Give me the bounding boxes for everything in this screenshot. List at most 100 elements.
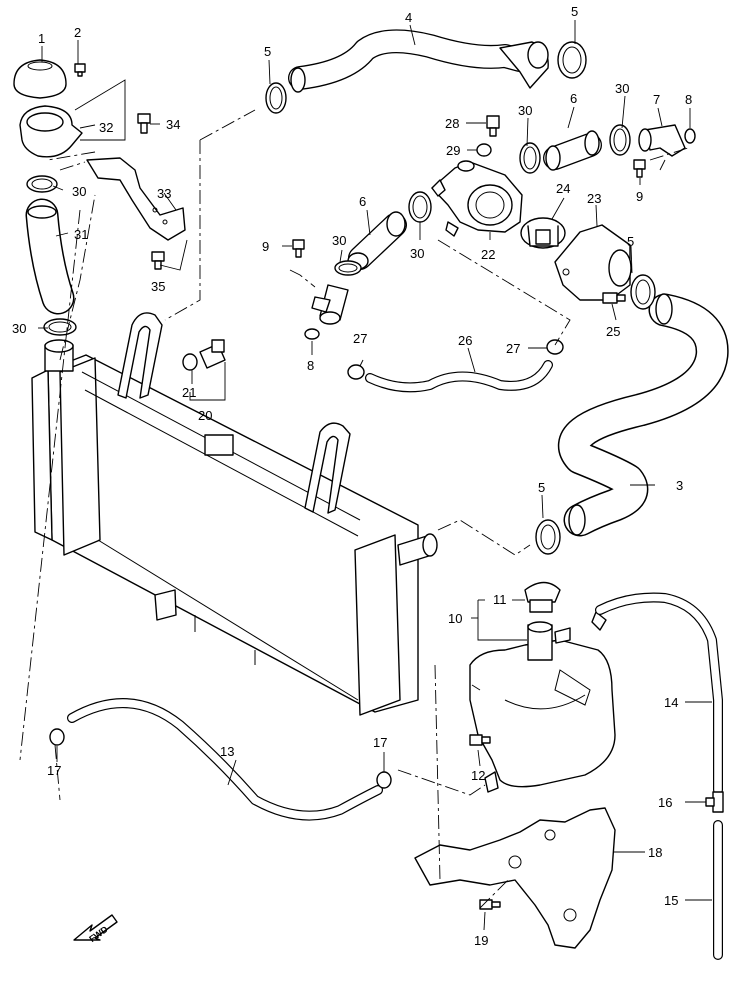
o-ring-21 <box>182 353 198 371</box>
callout-labels: 1 2 3 4 5 5 5 5 6 6 7 8 8 9 9 10 11 12 1… <box>12 4 692 948</box>
hose-31 <box>25 198 75 315</box>
callout-1: 1 <box>38 31 45 46</box>
hose-clamp-27-right <box>546 339 564 355</box>
callout-19: 19 <box>474 933 488 948</box>
callout-5c: 5 <box>627 234 634 249</box>
callout-26: 26 <box>458 333 472 348</box>
callout-33: 33 <box>157 186 171 201</box>
hose-clamp-30-left <box>26 175 58 193</box>
callout-24: 24 <box>556 181 570 196</box>
callout-30b: 30 <box>615 81 629 96</box>
hose-3 <box>558 293 729 537</box>
callout-30c: 30 <box>72 184 86 199</box>
hose-clamp-17-right <box>376 771 392 789</box>
callout-9a: 9 <box>262 239 269 254</box>
radiator-cap <box>13 59 67 99</box>
callout-2: 2 <box>74 25 81 40</box>
callout-15: 15 <box>664 893 678 908</box>
callout-27a: 27 <box>353 331 367 346</box>
callout-12: 12 <box>471 768 485 783</box>
assembly-reference-lines <box>19 109 689 909</box>
callout-23: 23 <box>587 191 601 206</box>
thermostat <box>520 217 566 249</box>
bolt-9-right <box>633 159 646 178</box>
callout-31: 31 <box>74 227 88 242</box>
forward-direction-arrow: FWD <box>73 914 118 944</box>
hose-clamp-30-d <box>334 260 362 276</box>
leader-lines <box>38 20 712 931</box>
radiator-mount-bracket-left <box>117 312 163 399</box>
callout-10: 10 <box>448 611 462 626</box>
hose-clamp-5-right <box>630 274 656 310</box>
callout-17b: 17 <box>373 735 387 750</box>
hose-clamp-5-top-left <box>265 82 287 114</box>
radiator-inlet-pipe <box>44 339 74 372</box>
callout-34: 34 <box>166 117 180 132</box>
bolt-19 <box>479 899 501 910</box>
water-pipe-fitting <box>311 284 349 325</box>
hose-26 <box>365 360 553 393</box>
callout-22: 22 <box>481 247 495 262</box>
callout-16: 16 <box>658 795 672 810</box>
callout-5a: 5 <box>571 4 578 19</box>
bolt-25 <box>602 292 626 304</box>
callout-28: 28 <box>445 116 459 131</box>
callout-5b: 5 <box>264 44 271 59</box>
o-ring-8-top <box>684 128 696 144</box>
o-ring-8-left <box>304 328 320 340</box>
callout-30d: 30 <box>12 321 26 336</box>
bolt-35 <box>151 251 165 270</box>
hose-joint-16 <box>705 791 724 813</box>
bolt-28 <box>486 115 500 137</box>
hose-6-upper <box>543 130 602 171</box>
callout-13: 13 <box>220 744 234 759</box>
hose-clamp-30-c <box>408 191 432 223</box>
hose-clamp-17-left <box>49 728 65 746</box>
callout-30f: 30 <box>410 246 424 261</box>
callout-3: 3 <box>676 478 683 493</box>
callout-7: 7 <box>653 92 660 107</box>
hose-clamp-27-left <box>347 364 365 380</box>
callout-6b: 6 <box>359 194 366 209</box>
callout-30e: 30 <box>332 233 346 248</box>
callout-35: 35 <box>151 279 165 294</box>
pipe-7 <box>638 124 686 157</box>
callout-32: 32 <box>99 120 113 135</box>
bolt-12 <box>469 734 491 746</box>
hose-clamp-5-bottom <box>535 519 561 555</box>
callout-25: 25 <box>606 324 620 339</box>
hose-clamp-30-b <box>609 124 631 156</box>
callout-17a: 17 <box>47 763 61 778</box>
reservoir-cap <box>524 581 561 613</box>
callout-9b: 9 <box>636 189 643 204</box>
callout-4: 4 <box>405 10 412 25</box>
callout-29: 29 <box>446 143 460 158</box>
callout-18: 18 <box>648 845 662 860</box>
hose-clamp-30-lower-left <box>43 318 77 336</box>
bolt-2 <box>74 63 86 77</box>
callout-14: 14 <box>664 695 678 710</box>
plug-20 <box>199 339 226 369</box>
thermostat-housing <box>431 160 523 237</box>
o-ring-29 <box>476 143 492 157</box>
filler-neck-bracket <box>86 157 186 241</box>
reservoir-bracket <box>414 807 616 949</box>
bolt-9-left <box>292 239 305 258</box>
hose-13 <box>67 698 383 821</box>
hose-clamp-30-a <box>519 142 541 174</box>
callout-27b: 27 <box>506 341 520 356</box>
callout-20: 20 <box>198 408 212 423</box>
filler-neck <box>19 105 83 158</box>
bolt-34 <box>137 113 151 134</box>
hose-6-lower <box>347 211 407 270</box>
thermostat-cover <box>554 224 632 301</box>
hose-clamp-5-top-right <box>557 41 587 79</box>
radiator-mount-bracket-right <box>304 422 351 514</box>
callout-5d: 5 <box>538 480 545 495</box>
callout-8a: 8 <box>685 92 692 107</box>
callout-30a: 30 <box>518 103 532 118</box>
hose-4 <box>288 29 549 93</box>
callout-8b: 8 <box>307 358 314 373</box>
radiator <box>31 354 438 716</box>
